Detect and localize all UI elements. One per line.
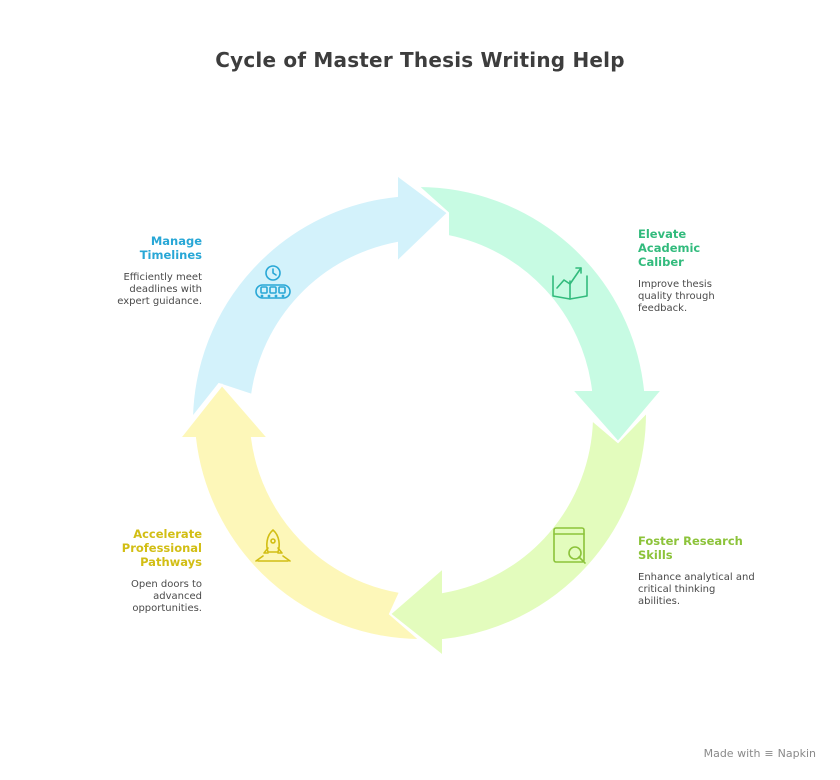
book-growth-icon xyxy=(552,267,588,300)
cycle-segment-foster-research-skills xyxy=(388,409,649,659)
stage-description-line: expert guidance. xyxy=(117,296,202,307)
stage-description-line: feedback. xyxy=(638,303,688,314)
stage-heading: Manage Timelines xyxy=(82,234,202,262)
stage-description: Improve thesis quality through feedback. xyxy=(638,279,758,315)
stage-heading-line: Manage xyxy=(150,234,202,248)
napkin-logo-icon: ≡ xyxy=(764,747,774,760)
stage-heading-line: Academic xyxy=(638,241,701,255)
stage-description-line: Improve thesis xyxy=(638,279,712,290)
rocket-icon xyxy=(255,529,291,562)
cycle-segment-manage-timelines xyxy=(190,173,450,421)
stage-elevate-academic-caliber: Elevate Academic Caliber Improve thesis … xyxy=(638,227,758,315)
stage-heading-line: Pathways xyxy=(140,555,202,569)
stage-description-line: Enhance analytical and xyxy=(638,572,755,583)
stage-heading-line: Accelerate xyxy=(133,527,202,541)
made-with-label: Made with xyxy=(703,747,761,760)
stage-heading: Foster Research Skills xyxy=(638,534,778,562)
stage-heading: Elevate Academic Caliber xyxy=(638,227,758,269)
stage-heading-line: Foster Research xyxy=(638,534,743,548)
stage-description-line: quality through xyxy=(638,291,715,302)
clock-conveyor-icon xyxy=(255,265,291,299)
stage-heading: Accelerate Professional Pathways xyxy=(82,527,202,569)
made-with-footer[interactable]: Made with ≡ Napkin xyxy=(704,747,816,760)
stage-description-line: deadlines with xyxy=(129,284,202,295)
stage-description-line: abilities. xyxy=(638,596,681,607)
stage-heading-line: Caliber xyxy=(638,255,684,269)
stage-description: Open doors to advanced opportunities. xyxy=(82,579,202,615)
stage-heading-line: Professional xyxy=(121,541,202,555)
stage-manage-timelines: Manage Timelines Efficiently meet deadli… xyxy=(82,234,202,308)
stage-heading-line: Skills xyxy=(638,548,673,562)
brand-name: Napkin xyxy=(777,747,816,760)
stage-description-line: critical thinking xyxy=(638,584,716,595)
stage-description-line: opportunities. xyxy=(132,603,202,614)
stage-foster-research-skills: Foster Research Skills Enhance analytica… xyxy=(638,534,778,608)
page-title: Cycle of Master Thesis Writing Help xyxy=(215,48,625,72)
stage-description-line: advanced xyxy=(153,591,202,602)
stage-accelerate-professional-pathways: Accelerate Professional Pathways Open do… xyxy=(82,527,202,615)
cycle-segment-elevate-academic-caliber xyxy=(415,184,665,444)
stage-description: Efficiently meet deadlines with expert g… xyxy=(82,272,202,308)
stage-description-line: Efficiently meet xyxy=(123,272,202,283)
stage-description-line: Open doors to xyxy=(130,579,202,590)
stage-description: Enhance analytical and critical thinking… xyxy=(638,572,778,608)
stage-heading-line: Elevate xyxy=(638,227,687,241)
stage-heading-line: Timelines xyxy=(139,248,202,262)
search-document-icon xyxy=(553,527,586,564)
cycle-segment-accelerate-professional-pathways xyxy=(177,383,423,642)
